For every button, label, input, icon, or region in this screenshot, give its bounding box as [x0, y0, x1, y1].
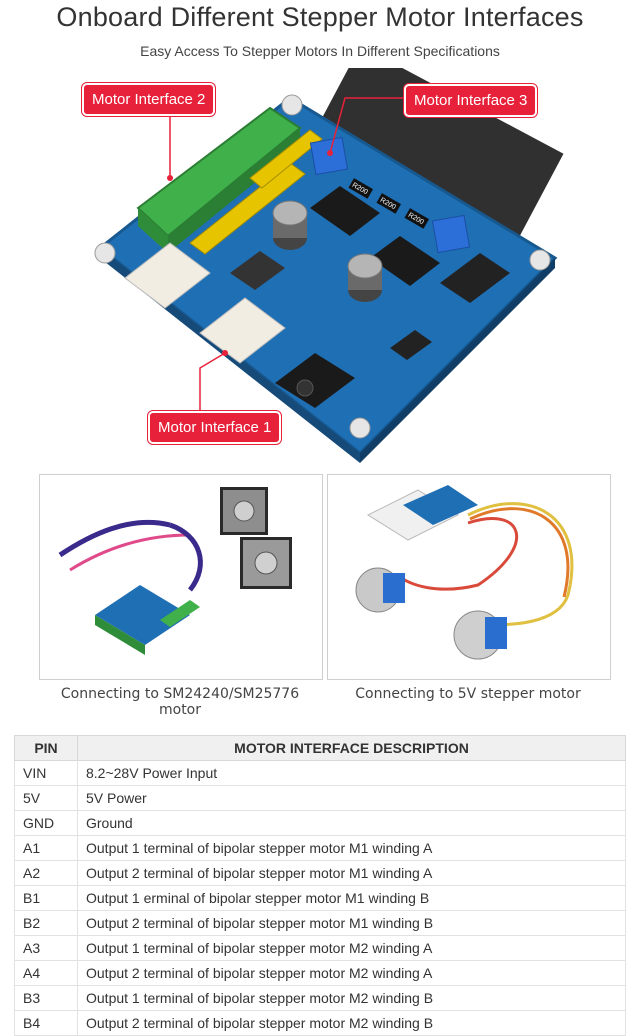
pin-cell: A4 — [14, 960, 78, 986]
pin-cell: B4 — [14, 1010, 78, 1036]
header-description: MOTOR INTERFACE DESCRIPTION — [77, 735, 626, 761]
pin-cell: 5V — [14, 785, 78, 811]
caption-5v-stepper: Connecting to 5V stepper motor — [355, 686, 581, 702]
callout-motor-interface-1: Motor Interface 1 — [148, 411, 282, 444]
pin-cell: VIN — [14, 760, 78, 786]
description-cell: Output 2 terminal of bipolar stepper mot… — [77, 860, 626, 886]
dc-jack — [275, 353, 355, 408]
page-subtitle: Easy Access To Stepper Motors In Differe… — [140, 43, 500, 59]
description-cell: 5V Power — [77, 785, 626, 811]
description-cell: Ground — [77, 810, 626, 836]
table-header-row: PIN MOTOR INTERFACE DESCRIPTION — [14, 735, 626, 761]
description-cell: 8.2~28V Power Input — [77, 760, 626, 786]
inductor — [230, 251, 285, 290]
example-photo-sm24240 — [39, 474, 323, 680]
callout-motor-interface-3: Motor Interface 3 — [404, 84, 538, 117]
description-cell: Output 1 terminal of bipolar stepper mot… — [77, 835, 626, 861]
terminal-block — [136, 106, 302, 253]
capacitor-2 — [347, 253, 383, 302]
pin-cell: B2 — [14, 910, 78, 936]
callout-motor-interface-2: Motor Interface 2 — [82, 83, 216, 116]
hat-board-illustration: R200 R200 R200 — [94, 68, 564, 463]
caption-sm24240: Connecting to SM24240/SM25776 motor — [60, 686, 300, 718]
pin-cell: A3 — [14, 935, 78, 961]
pin-cell: B3 — [14, 985, 78, 1011]
description-cell: Output 1 terminal of bipolar stepper mot… — [77, 935, 626, 961]
example-photo-5v-stepper — [327, 474, 611, 680]
header-pin: PIN — [14, 735, 78, 761]
pin-cell: GND — [14, 810, 78, 836]
pin-cell: A2 — [14, 860, 78, 886]
description-cell: Output 1 terminal of bipolar stepper mot… — [77, 985, 626, 1011]
description-cell: Output 1 erminal of bipolar stepper moto… — [77, 885, 626, 911]
capacitor-1 — [272, 200, 308, 250]
page-title: Onboard Different Stepper Motor Interfac… — [56, 2, 584, 32]
pin-cell: A1 — [14, 835, 78, 861]
jst-connector-1 — [124, 242, 211, 309]
description-cell: Output 2 terminal of bipolar stepper mot… — [77, 960, 626, 986]
description-cell: Output 2 terminal of bipolar stepper mot… — [77, 1010, 626, 1036]
description-cell: Output 2 terminal of bipolar stepper mot… — [77, 910, 626, 936]
pin-cell: B1 — [14, 885, 78, 911]
